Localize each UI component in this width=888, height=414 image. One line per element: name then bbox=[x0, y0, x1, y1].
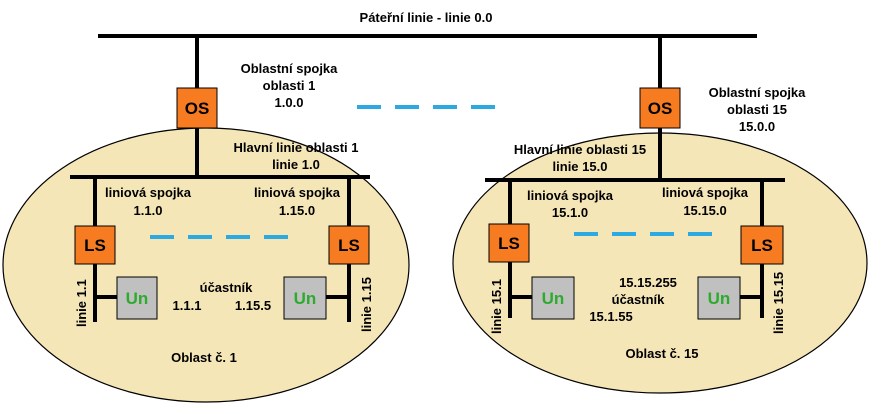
area1-participant-1-address: 1.1.1 bbox=[173, 298, 202, 313]
area1-ls1-box bbox=[74, 225, 116, 265]
area1-participant-caption: účastník bbox=[200, 280, 254, 295]
area1-os-label: OS bbox=[185, 99, 210, 118]
area15-ls2-caption-2: 15.15.0 bbox=[683, 203, 726, 218]
area1-ls2-caption-1: liniová spojka bbox=[254, 185, 341, 200]
area1-un2-label: Un bbox=[294, 289, 317, 308]
area1-os-caption-1: Oblastní spojka bbox=[241, 61, 339, 76]
area1-line-1-15-label: linie 1.15 bbox=[359, 277, 374, 332]
area15-line-15-1-label: linie 15.1 bbox=[489, 279, 504, 334]
area1-ls1-caption-2: 1.1.0 bbox=[134, 203, 163, 218]
area1-name: Oblast č. 1 bbox=[171, 350, 237, 365]
area1-ls1-caption-1: liniová spojka bbox=[105, 185, 192, 200]
area15-participant-caption: účastník bbox=[612, 292, 666, 307]
area1-ls1-label: LS bbox=[84, 236, 106, 255]
area15-ls1-caption-2: 15.1.0 bbox=[552, 205, 588, 220]
area1-main-line-label-1: Hlavní linie oblasti 1 bbox=[234, 140, 359, 155]
area1-participant-2-address: 1.15.5 bbox=[235, 298, 271, 313]
area15-name: Oblast č. 15 bbox=[626, 346, 699, 361]
area15-ls2-label: LS bbox=[751, 236, 773, 255]
area15-ls1-box bbox=[488, 223, 530, 263]
area1-main-line-label-2: linie 1.0 bbox=[272, 157, 320, 172]
area15-un1-label: Un bbox=[542, 289, 565, 308]
area1-os-caption-2: oblasti 1 bbox=[263, 78, 316, 93]
area15-os-caption-3: 15.0.0 bbox=[739, 119, 775, 134]
backbone-title: Páteřní linie - linie 0.0 bbox=[360, 10, 493, 25]
area1-ls2-caption-2: 1.15.0 bbox=[279, 203, 315, 218]
area15-os-caption-2: oblasti 15 bbox=[727, 102, 787, 117]
area15-participant-1-address: 15.1.55 bbox=[589, 309, 632, 324]
area15-os-label: OS bbox=[648, 99, 673, 118]
area15-main-line-label-1: Hlavní linie oblasti 15 bbox=[514, 142, 646, 157]
area15-ls1-caption-1: liniová spojka bbox=[527, 188, 614, 203]
area15-ls2-box bbox=[740, 225, 784, 265]
area15-ls2-caption-1: liniová spojka bbox=[662, 185, 749, 200]
area1-ls2-box bbox=[328, 225, 370, 265]
area15-os-caption-1: Oblastní spojka bbox=[709, 85, 807, 100]
area15-ls1-label: LS bbox=[498, 234, 520, 253]
area15-un2-box bbox=[697, 276, 741, 320]
area15-main-line-label-2: linie 15.0 bbox=[553, 159, 608, 174]
area15-un1-box bbox=[531, 276, 575, 320]
area15-line-15-15-label: linie 15.15 bbox=[771, 272, 786, 334]
area15-un2-label: Un bbox=[708, 289, 731, 308]
area1-os-caption-3: 1.0.0 bbox=[275, 95, 304, 110]
area15-participant-2-address: 15.15.255 bbox=[619, 275, 677, 290]
area1-un2-box bbox=[283, 276, 327, 320]
area1-os-box bbox=[176, 87, 218, 129]
area15-os-box bbox=[639, 87, 681, 129]
area1-un1-box bbox=[116, 276, 158, 320]
area1-ls2-label: LS bbox=[338, 236, 360, 255]
area1-un1-label: Un bbox=[126, 289, 149, 308]
area1-line-1-1-label: linie 1.1 bbox=[74, 279, 89, 327]
